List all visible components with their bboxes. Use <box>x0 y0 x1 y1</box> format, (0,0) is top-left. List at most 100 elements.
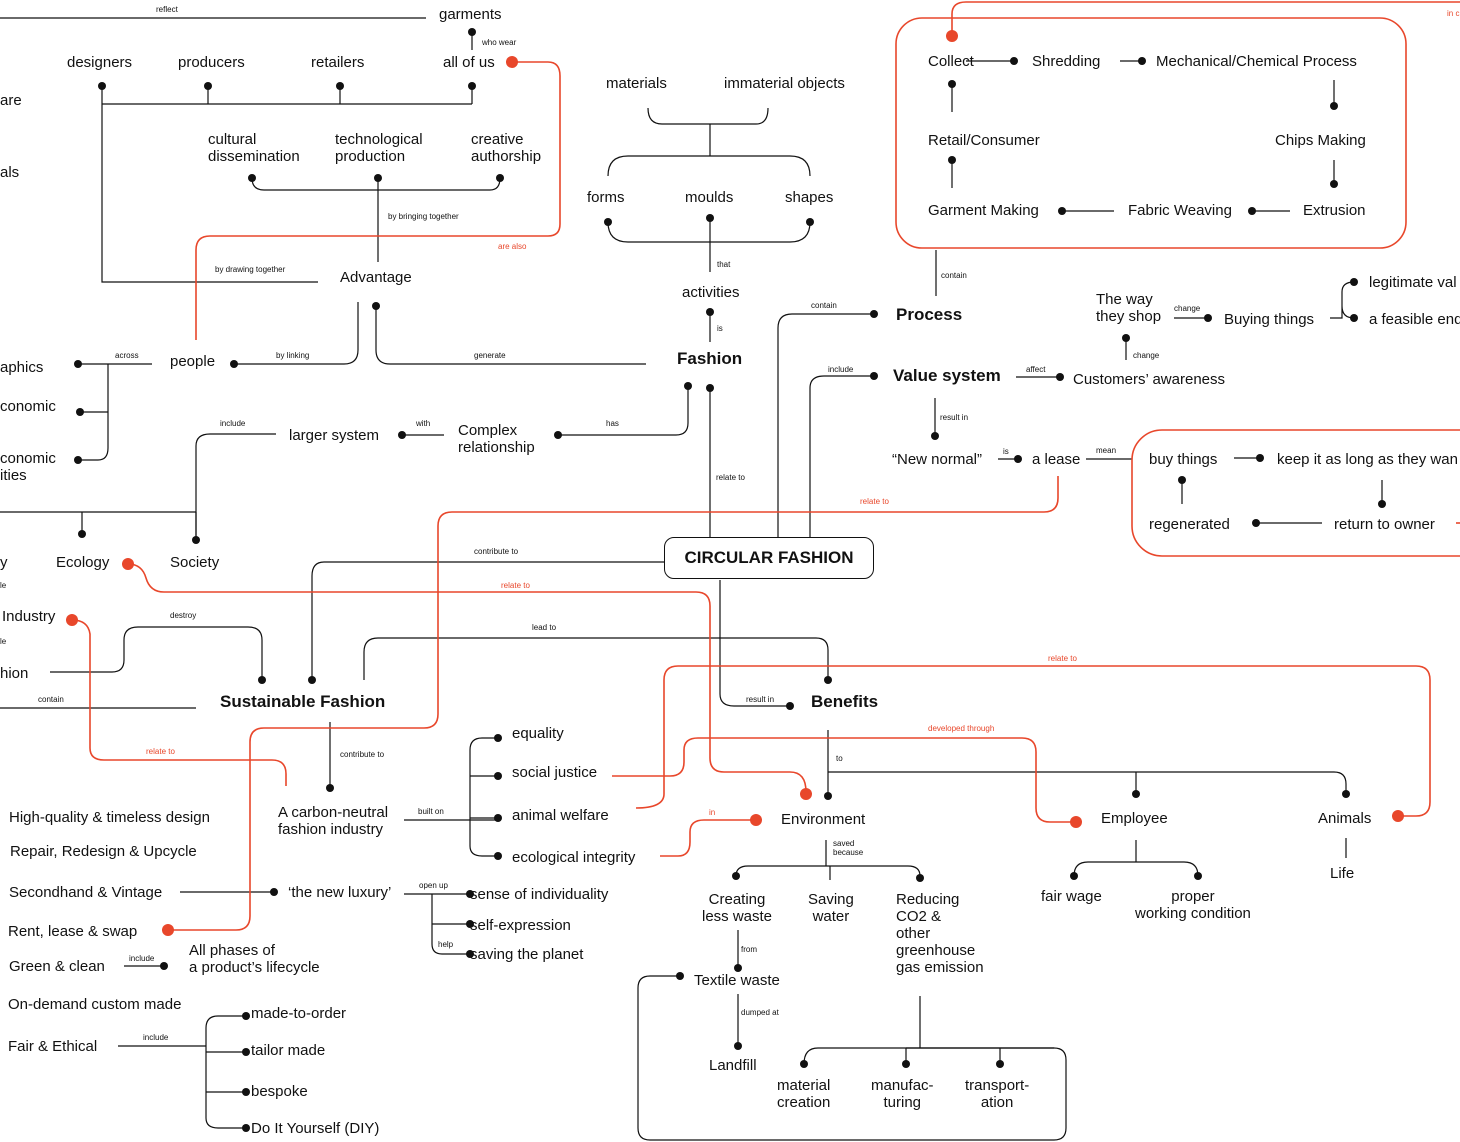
node-process: Process <box>896 305 963 324</box>
node-regenerated: regenerated <box>1149 516 1230 533</box>
node-retail-consumer: Retail/Consumer <box>928 132 1040 149</box>
node-secondhand: Secondhand & Vintage <box>9 884 163 901</box>
edge-label-with: with <box>416 419 431 428</box>
node-all-of-us: all of us <box>443 54 495 71</box>
edge-label-by-bringing-together: by bringing together <box>388 212 459 221</box>
node-buy-things: buy things <box>1149 451 1218 468</box>
node-life: Life <box>1330 865 1355 882</box>
edge-label-include: include <box>220 419 246 428</box>
node-designers: designers <box>67 54 133 71</box>
edge-label-include-value: include <box>828 365 854 374</box>
edge-label-include-phases: include <box>129 954 155 963</box>
node-saving-water: Saving water <box>808 891 854 925</box>
node-animals: Animals <box>1318 810 1372 827</box>
edge-label-contain-box: contain <box>941 271 967 280</box>
center-node-circular-fashion: CIRCULAR FASHION <box>664 537 874 579</box>
node-equality: equality <box>512 725 564 742</box>
node-technological-production: technological production <box>335 131 423 165</box>
node-new-luxury: ‘the new luxury’ <box>288 884 392 901</box>
edge-label-who-wear: who wear <box>482 38 517 47</box>
edge-label-relate-to-industry: relate to <box>146 747 175 756</box>
node-reducing-co2: Reducing CO2 & other greenhouse gas emis… <box>896 891 984 976</box>
node-textile-waste: Textile waste <box>694 972 780 989</box>
node-fashion: Fashion <box>677 349 743 368</box>
edge-label-in-c: in c <box>1447 9 1460 18</box>
node-carbon-neutral: A carbon-neutral fashion industry <box>278 804 389 838</box>
edge-label-is: is <box>717 324 723 333</box>
node-y: y <box>0 554 8 571</box>
edge-label-le-1: le <box>0 581 7 590</box>
node-individuality: sense of individuality <box>470 886 609 903</box>
node-forms: forms <box>587 189 625 206</box>
node-high-quality: High-quality & timeless design <box>9 809 210 826</box>
edge-label-relate-to-fashion: relate to <box>716 473 745 482</box>
node-garments: garments <box>439 6 502 23</box>
node-proper-working: proper working condition <box>1135 888 1251 922</box>
edge-label-open-up: open up <box>419 881 448 890</box>
node-customers-awareness: Customers’ awareness <box>1073 371 1225 388</box>
node-retailers: retailers <box>311 54 365 71</box>
node-manufacturing: manufac- turing <box>871 1077 934 1111</box>
node-animal-welfare: animal welfare <box>512 807 609 824</box>
node-society: Society <box>170 554 220 571</box>
node-garment-making: Garment Making <box>928 202 1039 219</box>
node-cultural-dissemination: cultural dissemination <box>208 131 300 165</box>
edge-label-dumped-at: dumped at <box>741 1008 779 1017</box>
edge-label-by-drawing-together: by drawing together <box>215 265 286 274</box>
edge-label-change-awareness: change <box>1133 351 1160 360</box>
node-keep-it: keep it as long as they wan <box>1277 451 1458 468</box>
edge-label-relate-to-ecology: relate to <box>501 581 530 590</box>
node-return-to-owner: return to owner <box>1334 516 1435 533</box>
edge-label-help: help <box>438 940 454 949</box>
node-aphics: aphics <box>0 359 44 376</box>
edge-label-destroy: destroy <box>170 611 197 620</box>
edge-label-from: from <box>741 945 757 954</box>
edge-label-saved-because: saved because <box>833 839 864 857</box>
node-shapes: shapes <box>785 189 834 206</box>
edge-label-that: that <box>717 260 731 269</box>
edge-label-has: has <box>606 419 619 428</box>
node-materials: materials <box>606 75 667 92</box>
edge-label-developed-through: developed through <box>928 724 995 733</box>
node-creating-less-waste: Creating less waste <box>702 891 773 925</box>
edge-label-relate-to-animals: relate to <box>1048 654 1077 663</box>
node-rent-lease-swap: Rent, lease & swap <box>8 923 138 940</box>
node-environment: Environment <box>781 811 866 828</box>
edge-label-result-in-benefits: result in <box>746 695 775 704</box>
edge-label-include-fair: include <box>143 1033 169 1042</box>
node-feasible-end: a feasible end <box>1369 311 1460 328</box>
node-collect: Collect <box>928 53 974 70</box>
edge-label-to: to <box>836 754 843 763</box>
edge-label-contain-process: contain <box>811 301 837 310</box>
node-on-demand: On-demand custom made <box>8 996 182 1013</box>
node-social-justice: social justice <box>512 764 598 781</box>
edge-label-change: change <box>1174 304 1201 313</box>
node-people: people <box>170 353 216 370</box>
edge-label-is-lease: is <box>1003 447 1009 456</box>
edge-label-le-2: le <box>0 637 7 646</box>
node-creative-authorship: creative authorship <box>471 131 542 165</box>
edge-label-relate-to-lease: relate to <box>860 497 889 506</box>
node-complex-relationship: Complex relationship <box>458 422 535 456</box>
node-immaterial-objects: immaterial objects <box>724 75 845 92</box>
edge-label-affect: affect <box>1026 365 1046 374</box>
node-fabric-weaving: Fabric Weaving <box>1128 202 1232 219</box>
node-fair-wage: fair wage <box>1041 888 1102 905</box>
node-saving-planet: saving the planet <box>470 946 584 963</box>
node-made-to-order: made-to-order <box>251 1005 347 1022</box>
node-fair-ethical: Fair & Ethical <box>8 1038 98 1055</box>
edge-label-built-on: built on <box>418 807 444 816</box>
node-landfill: Landfill <box>709 1057 757 1074</box>
edge-label-are-also: are also <box>498 242 527 251</box>
node-a-lease: a lease <box>1032 451 1081 468</box>
edge-label-result-in: result in <box>940 413 969 422</box>
node-ecology: Ecology <box>56 554 110 571</box>
node-advantage: Advantage <box>340 269 412 286</box>
node-moulds: moulds <box>685 189 734 206</box>
node-transportation: transport- ation <box>965 1077 1030 1111</box>
node-legitimate-value: legitimate val <box>1369 274 1457 291</box>
edge-label-generate: generate <box>474 351 506 360</box>
edge-label-in: in <box>709 808 716 817</box>
edge-label-contribute-to-carbon: contribute to <box>340 750 385 759</box>
